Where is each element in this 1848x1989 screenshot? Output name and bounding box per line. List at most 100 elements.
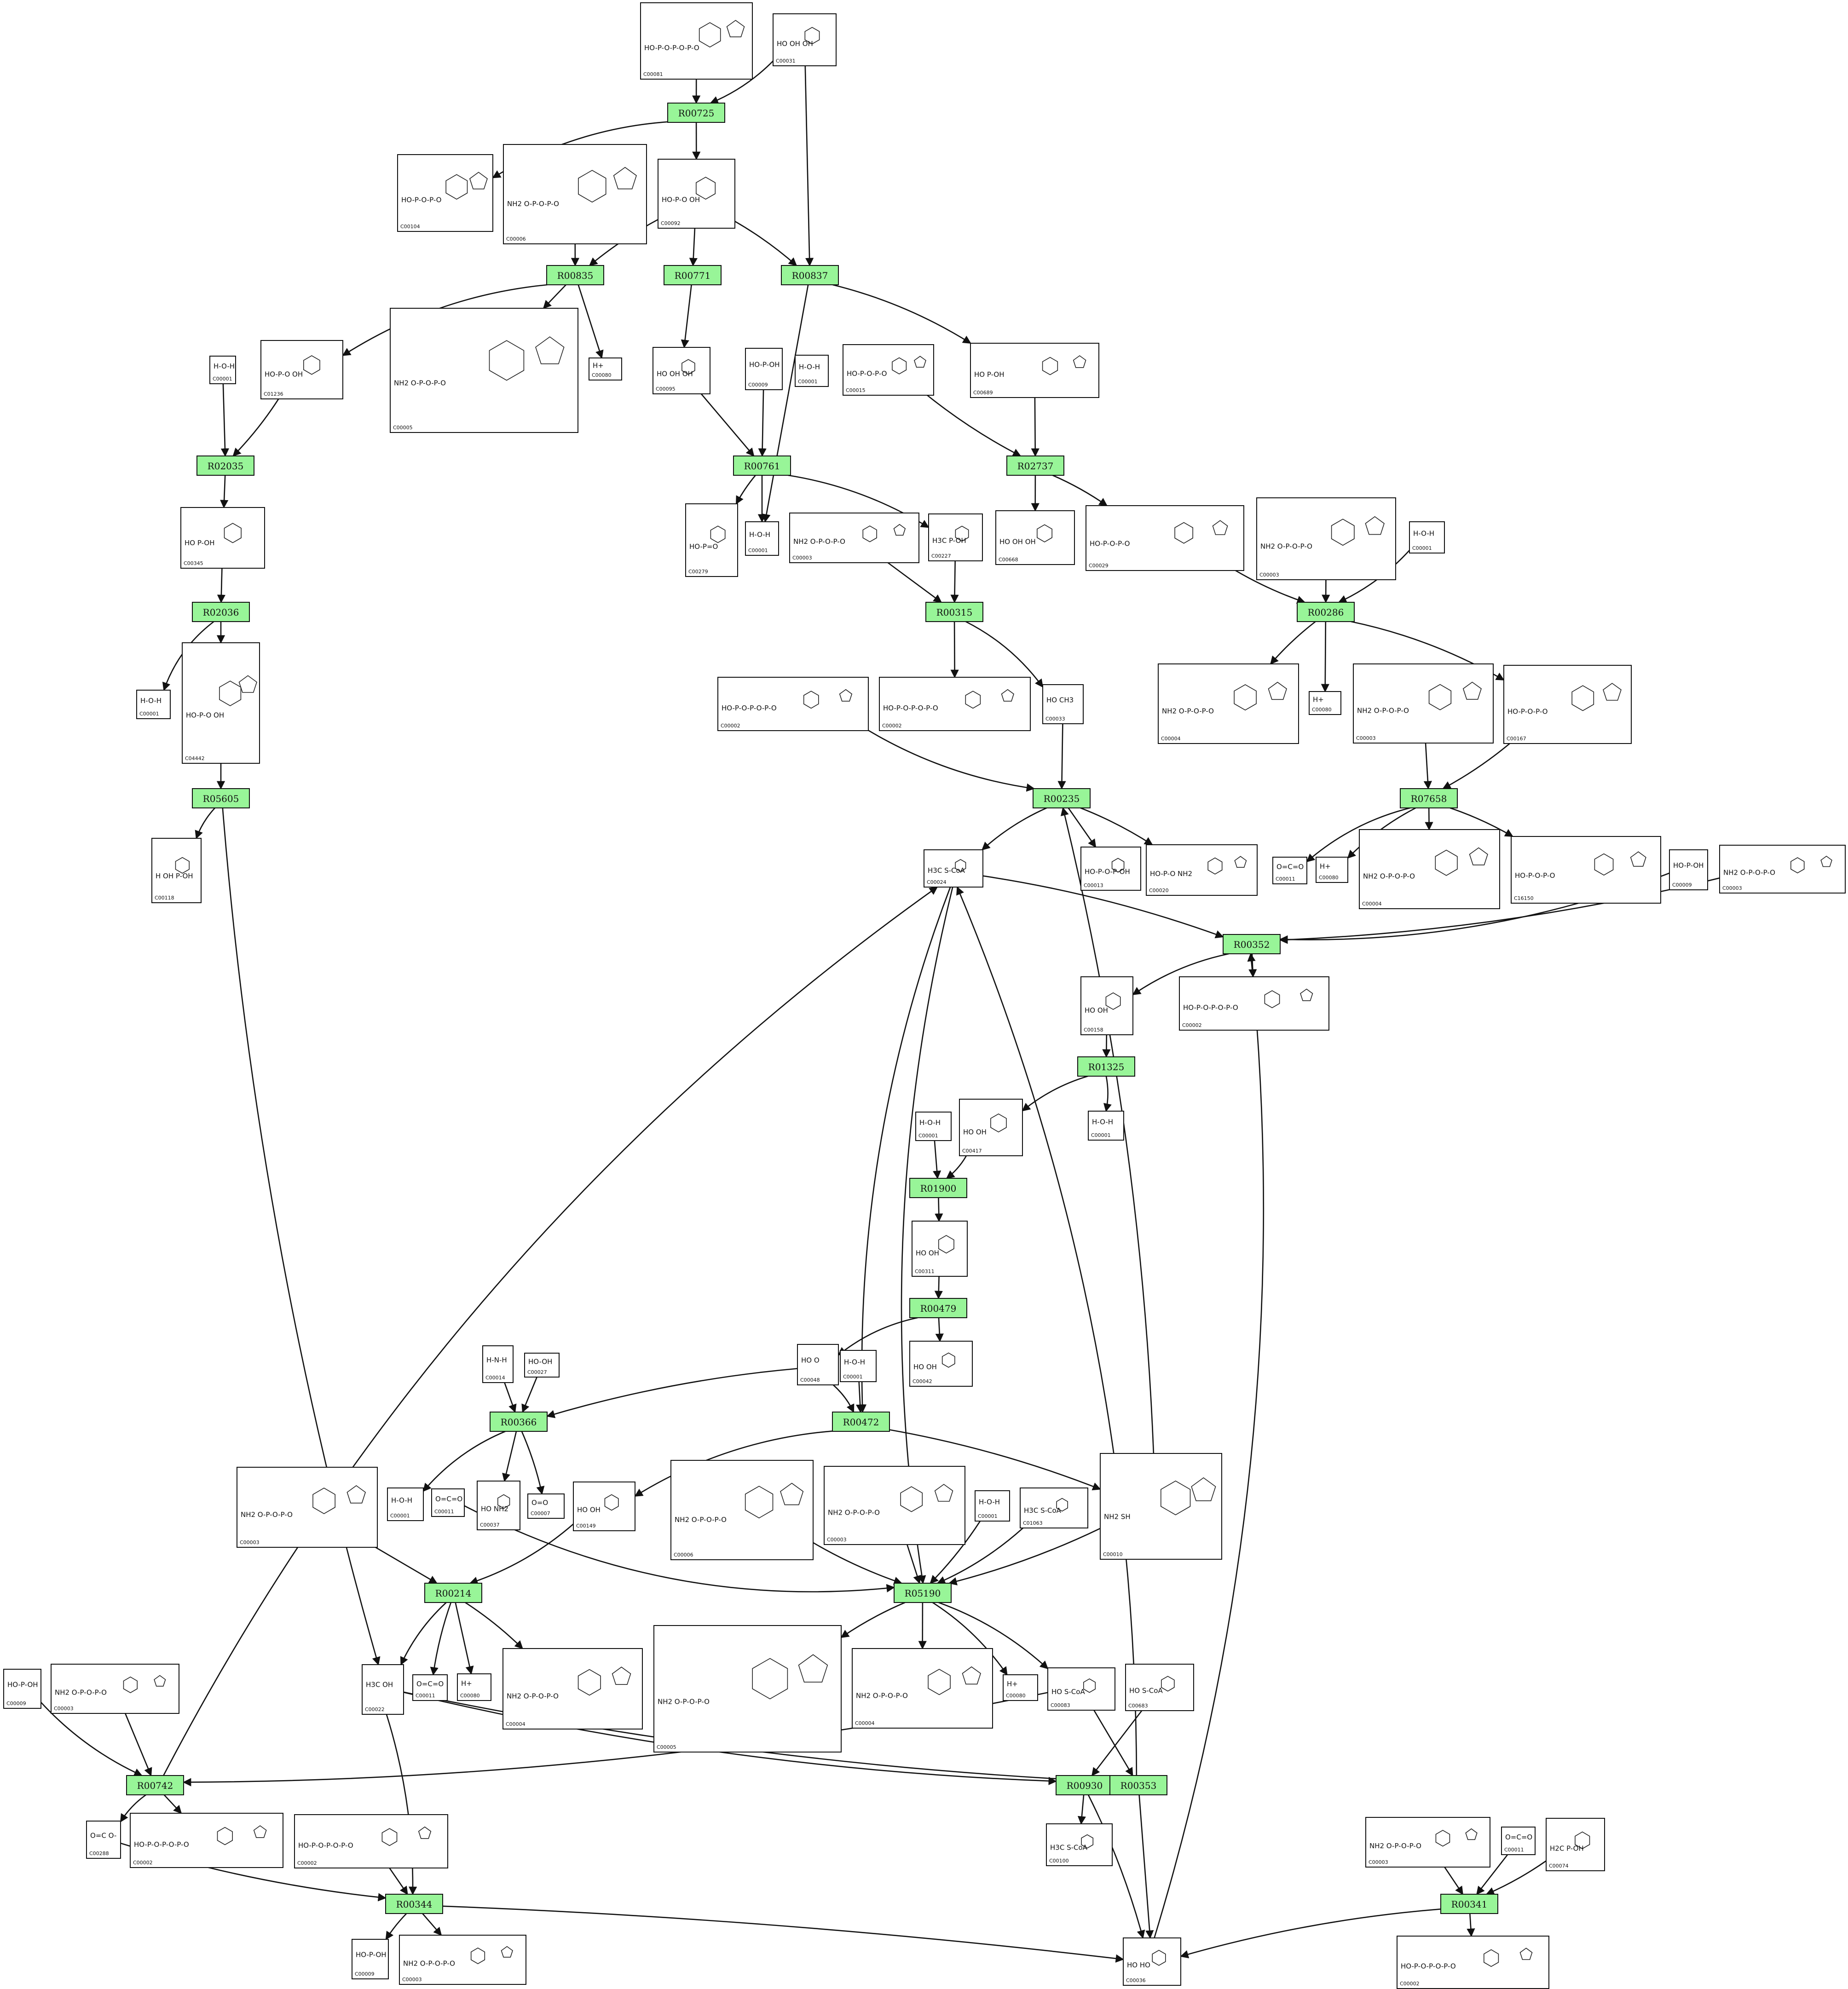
reaction-R00315[interactable]: R00315: [925, 602, 983, 622]
reaction-R02035[interactable]: R02035: [196, 455, 254, 476]
reaction-R00742[interactable]: R00742: [126, 1775, 184, 1795]
compound-C00080[interactable]: H+C00080: [589, 357, 622, 381]
reaction-R05190[interactable]: R05190: [894, 1583, 952, 1603]
reaction-R00930[interactable]: R00930: [1056, 1775, 1114, 1795]
reaction-R00771[interactable]: R00771: [664, 265, 722, 285]
reaction-R01900[interactable]: R01900: [909, 1178, 967, 1198]
reaction-R07658[interactable]: R07658: [1400, 788, 1458, 808]
reaction-R00344[interactable]: R00344: [385, 1894, 443, 1914]
reaction-R00837[interactable]: R00837: [781, 265, 839, 285]
reaction-R00472[interactable]: R00472: [832, 1412, 890, 1432]
reaction-R05605[interactable]: R05605: [192, 788, 250, 808]
compound-C00080[interactable]: H+C00080: [1316, 857, 1348, 883]
compound-C00288[interactable]: O=C O-C00288: [86, 1821, 121, 1859]
reaction-R00214[interactable]: R00214: [424, 1583, 482, 1603]
compound-C00080[interactable]: H+C00080: [1309, 691, 1341, 715]
compound-C00080[interactable]: H+C00080: [457, 1673, 491, 1701]
reaction-R01325[interactable]: R01325: [1077, 1056, 1135, 1077]
reaction-R00353[interactable]: R00353: [1109, 1775, 1167, 1795]
reaction-R00725[interactable]: R00725: [667, 103, 725, 123]
reaction-R02737[interactable]: R02737: [1006, 455, 1064, 476]
reaction-R00761[interactable]: R00761: [733, 455, 791, 476]
reaction-R02036[interactable]: R02036: [192, 602, 250, 622]
reaction-R00835[interactable]: R00835: [546, 265, 604, 285]
reaction-R00286[interactable]: R00286: [1297, 602, 1355, 622]
reaction-R00235[interactable]: R00235: [1033, 788, 1091, 808]
reaction-R00366[interactable]: R00366: [490, 1412, 548, 1432]
reaction-R00479[interactable]: R00479: [909, 1298, 967, 1318]
reaction-R00341[interactable]: R00341: [1440, 1894, 1498, 1914]
